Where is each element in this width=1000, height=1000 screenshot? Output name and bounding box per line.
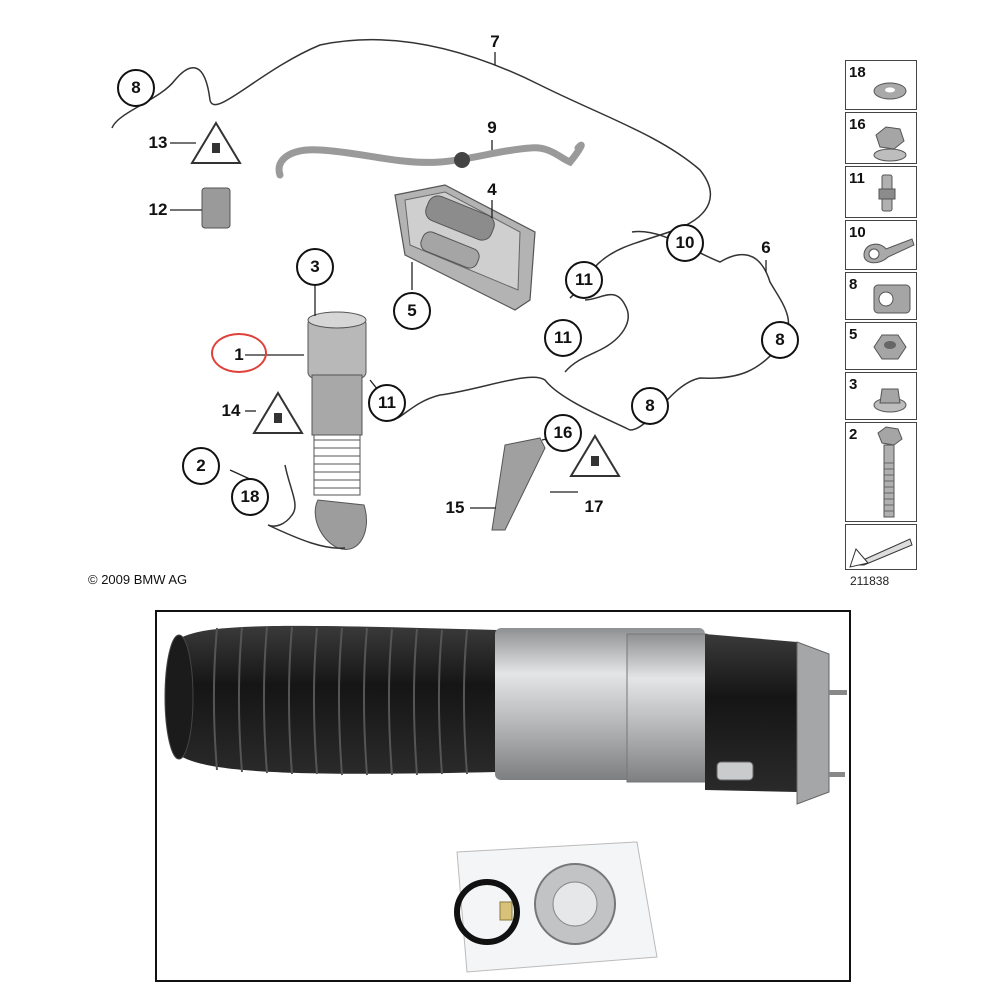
legend-item: 5 [845, 322, 917, 370]
rubber-bellows [164, 625, 497, 776]
air-strut-drawing [307, 311, 367, 550]
callout-8: 8 [631, 387, 669, 425]
callout-11: 11 [368, 384, 406, 422]
legend-item: 10 [845, 220, 917, 270]
air-lines [111, 39, 790, 431]
legend-number: 10 [849, 224, 866, 241]
label-6: 6 [761, 238, 771, 257]
legend-item: 2 [845, 422, 917, 522]
plug-symbols [212, 143, 599, 466]
washer-icon [873, 82, 907, 100]
label-17: 17 [584, 497, 604, 516]
callout-8: 8 [761, 321, 799, 359]
relay-12 [201, 187, 231, 229]
callout-8: 8 [117, 69, 155, 107]
callout-2: 2 [182, 447, 220, 485]
label-4: 4 [487, 180, 497, 199]
legend-item [845, 524, 917, 570]
legend-item: 18 [845, 60, 917, 110]
legend-number: 16 [849, 116, 866, 133]
bracket-icon [873, 284, 911, 314]
callout-11: 11 [565, 261, 603, 299]
legend-number: 18 [849, 64, 866, 81]
pipe-9-fitting [454, 152, 470, 168]
bolt-icon [877, 426, 903, 518]
legend-number: 3 [849, 376, 858, 393]
product-photo [155, 610, 851, 982]
legend-number: 5 [849, 326, 858, 343]
label-12: 12 [148, 200, 168, 219]
clip-icon [863, 238, 915, 264]
hex-nut-icon [873, 334, 907, 360]
legend-number: 11 [849, 170, 865, 187]
pipe-9 [275, 141, 585, 179]
legend-item: 11 [845, 166, 917, 218]
label-15: 15 [445, 498, 465, 517]
diagram-artwork [111, 39, 790, 550]
flange-nut-icon [873, 388, 907, 413]
highlight-ring [211, 333, 267, 373]
legend-number: 2 [849, 426, 858, 443]
parts-diagram: 8 10 11 11 11 8 8 3 5 2 18 16 7 9 4 6 13… [88, 32, 919, 588]
callout-18: 18 [231, 478, 269, 516]
legend-item: 8 [845, 272, 917, 320]
label-14: 14 [221, 401, 241, 420]
air-line-7 [111, 39, 711, 299]
copyright-text: © 2009 BMW AG [88, 572, 188, 587]
legend-item: 3 [845, 372, 917, 420]
callout-11: 11 [544, 319, 582, 357]
fitting-icon [878, 174, 896, 212]
nut-icon [873, 126, 907, 162]
air-strut-photo [164, 625, 847, 973]
callout-5: 5 [393, 292, 431, 330]
legend-item: 16 [845, 112, 917, 164]
legend-number: 8 [849, 276, 858, 293]
parts-legend: 18 16 11 10 8 5 3 2 [845, 60, 919, 570]
label-13: 13 [148, 133, 168, 152]
arrow-icon [849, 538, 913, 568]
compressor-unit [394, 184, 536, 311]
sensor-wire [267, 464, 346, 549]
label-1: 1 [234, 345, 244, 364]
top-mount-plate [796, 641, 830, 805]
drawing-number: 211838 [850, 574, 890, 588]
air-line-10 [564, 293, 629, 373]
air-line-6 [397, 230, 790, 431]
callout-3: 3 [296, 248, 334, 286]
label-7: 7 [490, 32, 500, 51]
control-unit-15 [491, 437, 546, 531]
callout-16: 16 [544, 414, 582, 452]
callout-10: 10 [666, 224, 704, 262]
label-9: 9 [487, 118, 497, 137]
seal-kit-bag [454, 841, 658, 973]
